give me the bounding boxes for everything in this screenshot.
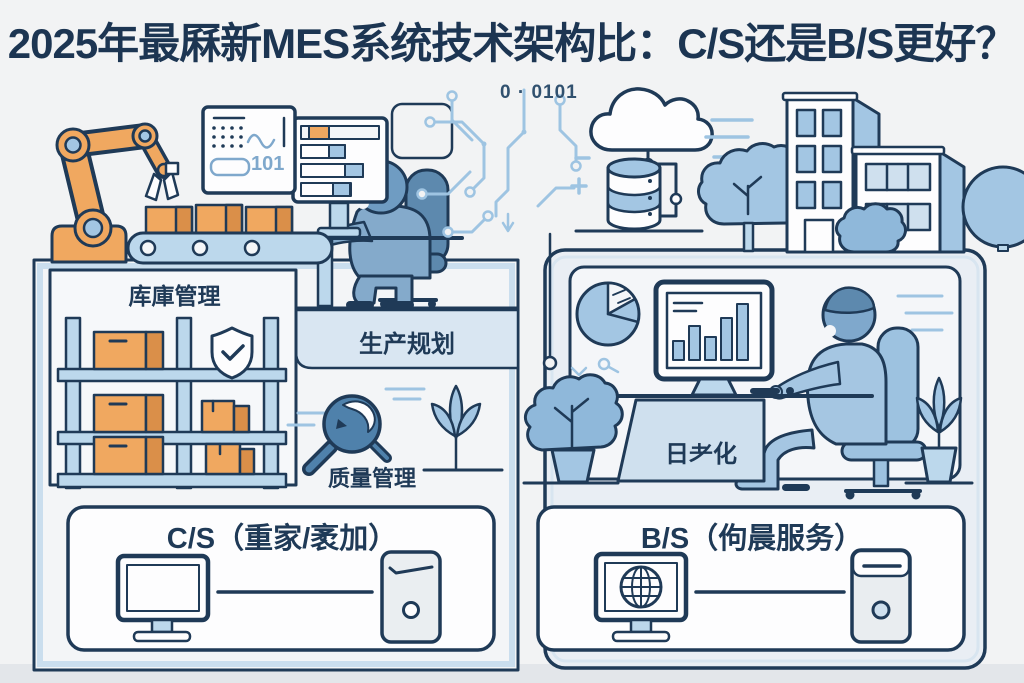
bar-chart-monitor-icon bbox=[653, 279, 775, 397]
circuit-pattern bbox=[416, 88, 582, 238]
pie-chart-icon bbox=[575, 281, 641, 347]
robot-arm-icon bbox=[50, 122, 180, 264]
potted-plant-left-icon bbox=[522, 373, 624, 485]
bush-icon bbox=[835, 202, 907, 254]
page-title: 2025年最厤新MES系统技术架构比：C/S还是B/S更好？ bbox=[7, 20, 1017, 67]
quality-module-label: 质量管理 bbox=[327, 466, 416, 491]
client-monitor-icon bbox=[115, 553, 211, 643]
outline-panel-icon bbox=[390, 102, 454, 160]
cs-architecture-box bbox=[66, 505, 496, 652]
speed-lines-right bbox=[570, 294, 954, 377]
tree-right-icon bbox=[961, 165, 1024, 252]
plant-icon bbox=[422, 384, 504, 472]
magnifier-icon bbox=[302, 394, 392, 476]
database-icon bbox=[570, 156, 704, 233]
cs-architecture-label: C/S（重家/袤加） bbox=[166, 523, 398, 555]
inventory-module-label: 库庫管理 bbox=[128, 283, 221, 309]
globe-icon bbox=[619, 565, 663, 609]
analyst-chair-icon bbox=[840, 326, 928, 500]
server-tower-icon bbox=[380, 550, 442, 644]
quality-section bbox=[286, 384, 504, 476]
desk-right-icon bbox=[610, 387, 874, 483]
browser-monitor-icon bbox=[593, 551, 689, 643]
gantt-monitor-icon bbox=[291, 116, 389, 239]
warehouse-section bbox=[48, 268, 298, 490]
analytics-scene bbox=[568, 265, 974, 500]
production-module-label: 生产规划 bbox=[359, 331, 455, 358]
bs-architecture-label: B/S（佝晨服务） bbox=[640, 523, 864, 555]
dangling-node bbox=[542, 232, 558, 371]
shield-check-icon bbox=[210, 326, 254, 380]
potted-plant-right-icon bbox=[904, 376, 974, 485]
dashboard-panel-icon bbox=[201, 105, 297, 195]
screen-number-text: 101 bbox=[251, 153, 285, 175]
visualization-module-label: 日耂化 bbox=[665, 441, 737, 468]
binary-decor-text: 0 · 0101 bbox=[500, 82, 578, 103]
web-server-tower-icon bbox=[850, 548, 912, 644]
bs-architecture-box bbox=[536, 505, 966, 652]
inventory-box-icon bbox=[92, 330, 256, 476]
conveyor-belt-icon bbox=[126, 203, 334, 265]
